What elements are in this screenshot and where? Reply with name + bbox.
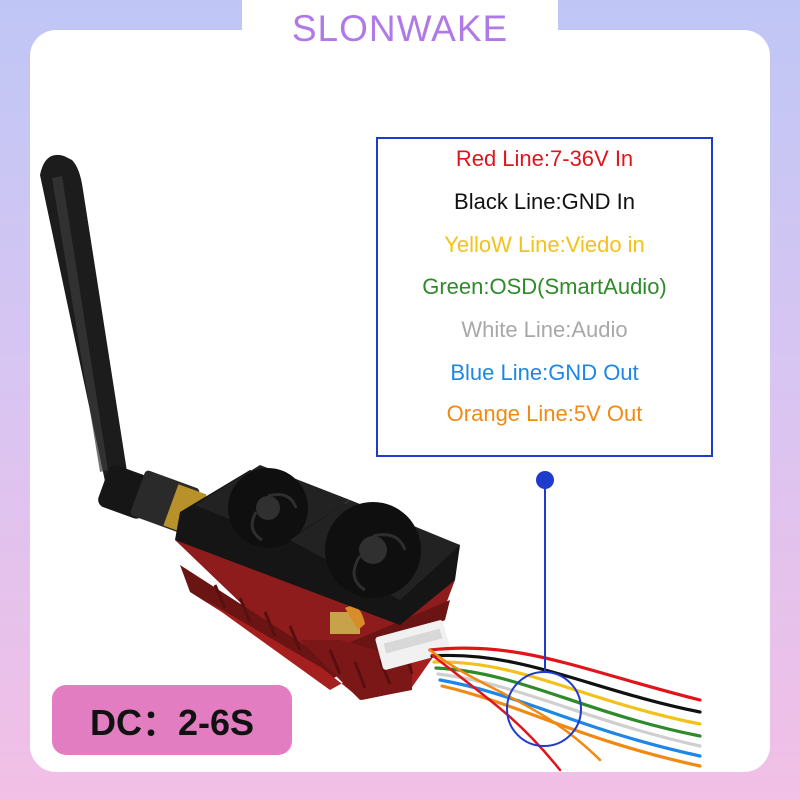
wire-harness-icon [428, 646, 702, 772]
antenna-icon [40, 154, 207, 536]
wire-color-legend: Red Line:7-36V In Black Line:GND In Yell… [376, 137, 713, 457]
dc-voltage-text: DC：2-6S [89, 702, 255, 743]
legend-line-red: Red Line:7-36V In [455, 146, 634, 171]
legend-line-blue: Blue Line:GND Out [450, 360, 639, 385]
brand-tab: SLONWAKE [242, 0, 558, 58]
legend-line-orange: Orange Line:5V Out [446, 401, 643, 426]
legend-line-yellow: YelloW Line:Viedo in [444, 232, 645, 257]
cooling-fan-icon [175, 465, 460, 625]
callout-pointer-icon [506, 471, 582, 747]
brand-name: SLONWAKE [291, 8, 509, 49]
legend-line-black: Black Line:GND In [454, 189, 635, 214]
legend-line-green: Green:OSD(SmartAudio) [422, 274, 667, 299]
dc-voltage-badge: DC：2-6S [52, 685, 292, 755]
legend-line-white: White Line:Audio [461, 317, 628, 342]
